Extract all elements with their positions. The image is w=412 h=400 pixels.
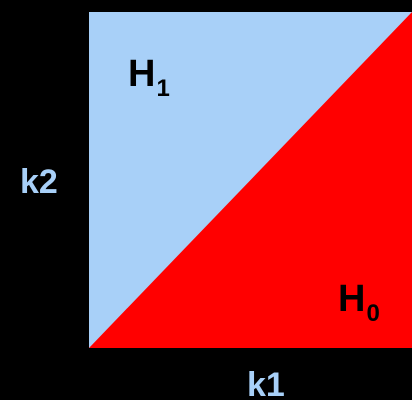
x-axis-label: k1 [247, 366, 285, 400]
region-label-h1-main: H [128, 53, 156, 95]
region-h0 [89, 12, 412, 348]
region-label-h1-subscript: 1 [156, 75, 170, 102]
region-label-h0-main: H [338, 278, 366, 320]
region-label-h0-subscript: 0 [366, 300, 380, 327]
decision-region-square [89, 12, 412, 348]
y-axis-label: k2 [20, 163, 58, 201]
region-label-h0: H0 [338, 278, 380, 326]
region-label-h1: H1 [128, 53, 170, 101]
region-plot [89, 12, 412, 348]
